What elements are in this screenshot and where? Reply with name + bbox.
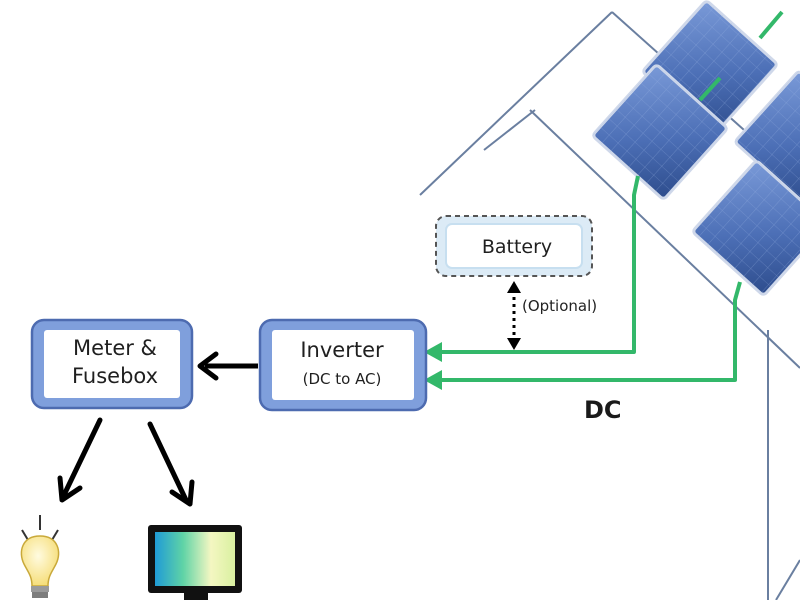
dc-wires [432,10,784,382]
meter-fusebox-label: Meter & Fusebox [71,336,159,388]
dc-wire-upper [432,175,640,354]
dc-wire-lower [432,281,742,382]
battery-box [435,215,593,277]
arrow-meter-to-bulb [57,417,103,503]
arrow-inverter-to-meter [197,351,258,381]
optional-label: (Optional) [522,297,598,315]
television-icon [148,525,242,600]
battery-label: Battery [481,236,553,258]
solar-panel [692,160,800,296]
inverter-label: Inverter [300,338,384,362]
dc-wire-top [758,10,784,40]
optional-connector [507,281,521,350]
lightbulb-icon [20,515,60,598]
inverter-sublabel: (DC to AC) [302,370,382,388]
dc-label: DC [584,396,622,424]
solar-panel [592,64,728,200]
solar-panels [592,0,800,296]
dc-wire-top2 [698,76,722,102]
meter-fusebox-box [30,318,194,410]
house-outline [419,11,800,600]
inverter-box [258,318,428,412]
dc-arrowhead-lower [424,370,442,390]
dc-arrowhead-upper [424,342,442,362]
arrow-meter-to-tv [147,421,195,507]
